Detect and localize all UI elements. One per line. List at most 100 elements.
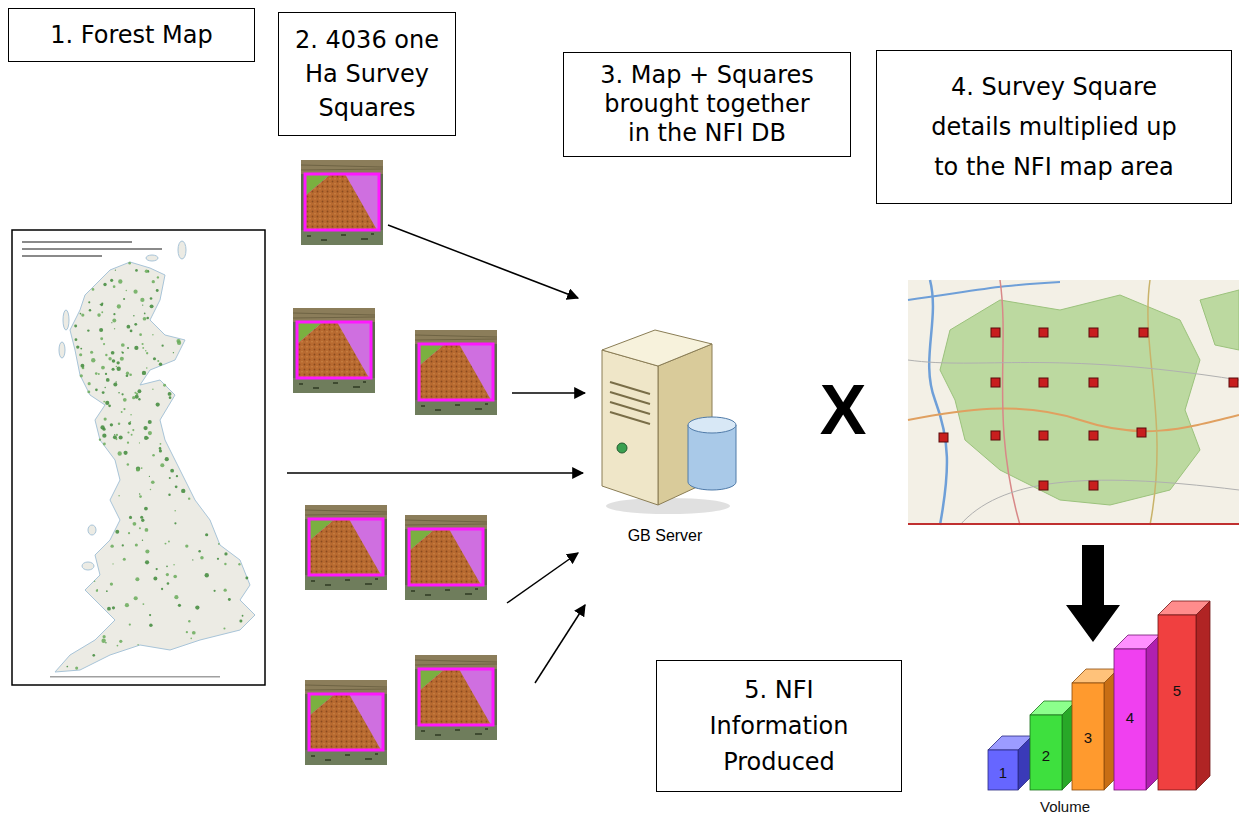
woodland-patches	[156, 402, 160, 406]
woodland-patches	[135, 269, 138, 272]
survey-square-marker	[1039, 481, 1048, 490]
woodland-patches	[115, 530, 119, 534]
woodland-patches	[126, 290, 127, 291]
woodland-patches	[128, 262, 131, 265]
arrow-line	[287, 225, 585, 683]
woodland-patches	[188, 620, 190, 622]
woodland-patches	[127, 463, 129, 465]
woodland-patches	[239, 619, 242, 622]
woodland-patches	[152, 454, 155, 457]
woodland-patches	[113, 285, 116, 288]
survey-square-photos	[305, 680, 387, 765]
forest-map-illustration	[12, 230, 265, 685]
step-box: 1. Forest Map	[8, 8, 255, 62]
arrow-line	[507, 553, 578, 603]
woodland-patches	[99, 438, 101, 440]
woodland-patches	[112, 606, 115, 609]
woodland-patches	[110, 544, 113, 547]
step-text: 5. NFI Information Produced	[704, 672, 854, 780]
survey-square-photos	[301, 160, 383, 245]
woodland-patches	[150, 489, 151, 490]
woodland-patches	[223, 627, 225, 629]
area-map-illustration	[1000, 280, 1020, 525]
woodland-patches	[145, 269, 149, 273]
woodland-patches	[97, 313, 101, 317]
woodland-patches	[145, 528, 149, 532]
volume-bar-chart	[1114, 635, 1160, 649]
woodland-patches	[94, 580, 96, 582]
woodland-patches	[105, 642, 107, 644]
woodland-patches	[141, 519, 144, 522]
woodland-patches	[161, 588, 163, 590]
woodland-patches	[123, 298, 125, 300]
woodland-patches	[131, 434, 133, 436]
woodland-patches	[121, 393, 123, 395]
woodland-patches	[245, 576, 248, 579]
volume-bar-chart	[1072, 669, 1118, 683]
woodland-patches	[178, 604, 181, 607]
survey-square-marker	[991, 328, 1000, 337]
step-text: 4. Survey Square details multiplied up t…	[924, 67, 1184, 187]
woodland-patches	[121, 411, 123, 413]
woodland-patches	[218, 543, 220, 545]
woodland-patches	[107, 607, 111, 611]
woodland-patches	[174, 522, 176, 524]
woodland-patches	[192, 631, 196, 635]
woodland-patches	[160, 443, 162, 445]
woodland-patches	[127, 442, 129, 444]
woodland-patches	[224, 563, 226, 565]
survey-square-marker	[1039, 328, 1048, 337]
woodland-patches	[106, 590, 108, 592]
woodland-patches	[103, 343, 105, 345]
woodland-patches	[121, 343, 125, 347]
bar-number: 5	[1173, 683, 1181, 698]
forest-map-illustration	[22, 255, 102, 257]
woodland-patches	[126, 372, 129, 375]
area-map-illustration	[908, 280, 1239, 525]
woodland-patches	[195, 605, 199, 609]
woodland-patches	[137, 389, 141, 393]
woodland-patches	[168, 494, 170, 496]
area-map-illustration	[929, 280, 947, 525]
woodland-patches	[224, 589, 227, 592]
step-box: 5. NFI Information Produced	[656, 660, 902, 792]
woodland-patches	[121, 351, 122, 352]
woodland-patches	[80, 313, 82, 315]
volume-bar-chart	[1030, 715, 1062, 790]
forest-map-illustration	[178, 241, 186, 259]
woodland-patches	[133, 315, 135, 317]
woodland-patches	[129, 623, 131, 625]
woodland-patches	[148, 420, 152, 424]
woodland-patches	[144, 313, 146, 315]
woodland-patches	[186, 631, 188, 633]
woodland-patches	[113, 383, 117, 387]
server-node: GB Server	[590, 310, 740, 550]
woodland-patches	[135, 577, 139, 581]
woodland-patches	[139, 333, 142, 336]
survey-square-marker	[1089, 431, 1098, 440]
woodland-patches	[142, 347, 144, 349]
woodland-patches	[163, 384, 166, 387]
woodland-patches	[112, 368, 115, 371]
woodland-patches	[185, 544, 188, 547]
arrow-line	[388, 225, 578, 298]
survey-square-marker	[939, 328, 1238, 490]
woodland-patches	[144, 507, 148, 511]
volume-bar-chart	[1196, 601, 1210, 790]
woodland-patches	[228, 598, 231, 601]
woodland-patches	[104, 387, 106, 389]
survey-square-marker	[1229, 378, 1238, 387]
woodland-patches	[106, 378, 110, 382]
woodland-patches	[88, 301, 90, 303]
woodland-patches	[132, 396, 135, 399]
woodland-patches	[115, 381, 116, 382]
woodland-patches	[114, 328, 115, 329]
volume-bar-chart	[1114, 649, 1146, 790]
woodland-patches	[103, 635, 106, 638]
woodland-patches	[99, 328, 103, 332]
woodland-patches	[142, 603, 144, 605]
woodland-patches	[146, 367, 148, 369]
woodland-patches	[136, 393, 139, 396]
server-icon	[688, 417, 736, 433]
woodland-patches	[95, 372, 98, 375]
